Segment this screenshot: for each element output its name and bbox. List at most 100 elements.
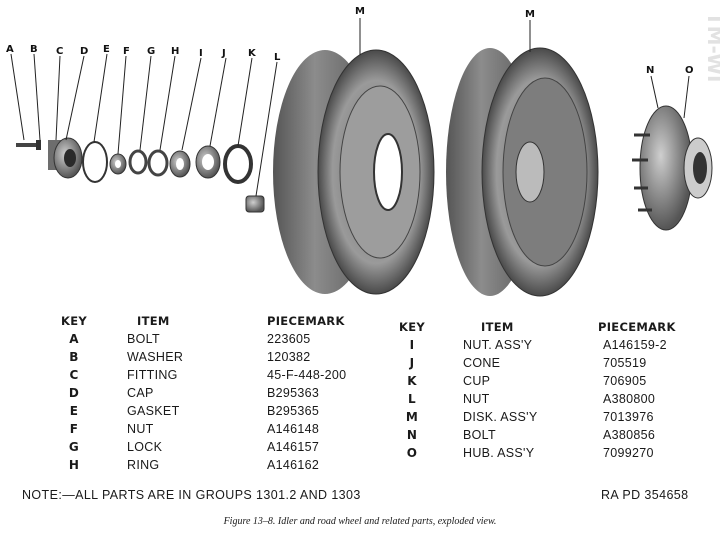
- row-piecemark: 120382: [267, 350, 311, 364]
- table-row: G LOCK A146157: [55, 440, 395, 458]
- callout-m-rear: M: [525, 9, 535, 20]
- table-row: H RING A146162: [55, 458, 395, 476]
- row-piecemark: A380856: [603, 428, 656, 442]
- disk-assembly-m-front: [273, 49, 435, 295]
- gasket-e: [82, 141, 108, 183]
- exploded-view-illustration: TM-WI: [6, 6, 720, 297]
- row-piecemark: B295365: [267, 404, 320, 418]
- cup-k: [223, 144, 253, 184]
- row-key: D: [68, 386, 80, 400]
- row-key: A: [69, 332, 79, 346]
- fitting-c-cap-d: [48, 137, 83, 179]
- row-item: LOCK: [127, 440, 163, 454]
- row-key: O: [406, 446, 418, 460]
- row-key: C: [69, 368, 79, 382]
- row-key: J: [409, 356, 415, 370]
- table-row: J CONE 705519: [393, 356, 720, 374]
- row-item: RING: [127, 458, 160, 472]
- callout-n: N: [646, 65, 654, 76]
- table-row: E GASKET B295365: [55, 404, 395, 422]
- callout-g: G: [147, 46, 155, 57]
- hub-assembly-n-o: [632, 105, 713, 231]
- callout-b: B: [30, 44, 38, 55]
- row-key: M: [405, 410, 419, 424]
- row-key: I: [409, 338, 415, 352]
- callout-k: K: [248, 48, 257, 59]
- column-header-item: ITEM: [137, 314, 170, 328]
- table-row: B WASHER 120382: [55, 350, 395, 368]
- row-piecemark: 705519: [603, 356, 647, 370]
- table-row: L NUT A380800: [393, 392, 720, 410]
- column-header-piecemark: PIECEMARK: [598, 320, 676, 334]
- row-item: FITTING: [127, 368, 178, 382]
- column-header-key: KEY: [399, 320, 425, 334]
- row-piecemark: 45-F-448-200: [267, 368, 347, 382]
- row-piecemark: A380800: [603, 392, 656, 406]
- ra-pd-number: RA PD 354658: [601, 488, 689, 502]
- row-item: WASHER: [127, 350, 184, 364]
- leader-lines: [10, 18, 690, 197]
- callout-e: E: [103, 44, 110, 55]
- row-key: E: [69, 404, 79, 418]
- row-key: L: [408, 392, 416, 406]
- row-item: CUP: [463, 374, 491, 388]
- table-row: K CUP 706905: [393, 374, 720, 392]
- row-piecemark: B295363: [267, 386, 320, 400]
- row-key: F: [69, 422, 79, 436]
- row-key: B: [69, 350, 79, 364]
- row-key: H: [68, 458, 80, 472]
- callout-l: L: [274, 52, 281, 63]
- row-piecemark: A146162: [267, 458, 320, 472]
- row-item: BOLT: [463, 428, 496, 442]
- callout-j: J: [221, 48, 226, 59]
- row-piecemark: 7013976: [603, 410, 654, 424]
- callout-h: H: [171, 46, 179, 57]
- bolt-a: [16, 140, 41, 150]
- callout-o: O: [685, 65, 694, 76]
- lock-g: [128, 149, 148, 175]
- row-item: HUB. ASS'Y: [463, 446, 535, 460]
- cone-j: [195, 145, 221, 179]
- row-item: NUT: [463, 392, 490, 406]
- row-item: BOLT: [127, 332, 160, 346]
- figure-caption: Figure 13–8. Idler and road wheel and re…: [223, 516, 497, 527]
- table-row: O HUB. ASS'Y 7099270: [393, 446, 720, 464]
- column-header-item: ITEM: [481, 320, 514, 334]
- table-row: A BOLT 223605: [55, 332, 395, 350]
- callout-f: F: [123, 46, 130, 57]
- disk-assembly-m-rear: [446, 47, 599, 297]
- row-piecemark: A146159-2: [603, 338, 667, 352]
- table-row: I NUT. ASS'Y A146159-2: [393, 338, 720, 356]
- callout-i: I: [199, 48, 203, 59]
- callout-m-front: M: [355, 6, 365, 17]
- nut-assembly-i: [169, 150, 191, 178]
- row-piecemark: A146157: [267, 440, 320, 454]
- callout-d: D: [80, 46, 88, 57]
- nut-f: [109, 153, 127, 175]
- row-piecemark: 7099270: [603, 446, 654, 460]
- ring-h: [147, 149, 169, 177]
- watermark-text: TM-WI: [703, 12, 720, 82]
- row-key: K: [407, 374, 417, 388]
- table-row: F NUT A146148: [55, 422, 395, 440]
- row-key: N: [406, 428, 418, 442]
- row-piecemark: 706905: [603, 374, 647, 388]
- groups-note: NOTE:—ALL PARTS ARE IN GROUPS 1301.2 AND…: [22, 488, 361, 502]
- table-row: C FITTING 45-F-448-200: [55, 368, 395, 386]
- table-row: M DISK. ASS'Y 7013976: [393, 410, 720, 428]
- row-item: NUT. ASS'Y: [463, 338, 533, 352]
- callout-a: A: [6, 44, 14, 55]
- row-item: CAP: [127, 386, 154, 400]
- column-header-piecemark: PIECEMARK: [267, 314, 345, 328]
- callout-c: C: [56, 46, 63, 57]
- nut-l: [245, 195, 265, 213]
- row-item: DISK. ASS'Y: [463, 410, 538, 424]
- parts-table-left: KEY ITEM PIECEMARK A BOLT 223605 B WASHE…: [55, 314, 385, 484]
- row-piecemark: A146148: [267, 422, 320, 436]
- parts-table-right: KEY ITEM PIECEMARK I NUT. ASS'Y A146159-…: [393, 320, 713, 470]
- row-key: G: [68, 440, 80, 454]
- row-item: CONE: [463, 356, 501, 370]
- row-item: NUT: [127, 422, 154, 436]
- table-row: N BOLT A380856: [393, 428, 720, 446]
- column-header-key: KEY: [61, 314, 87, 328]
